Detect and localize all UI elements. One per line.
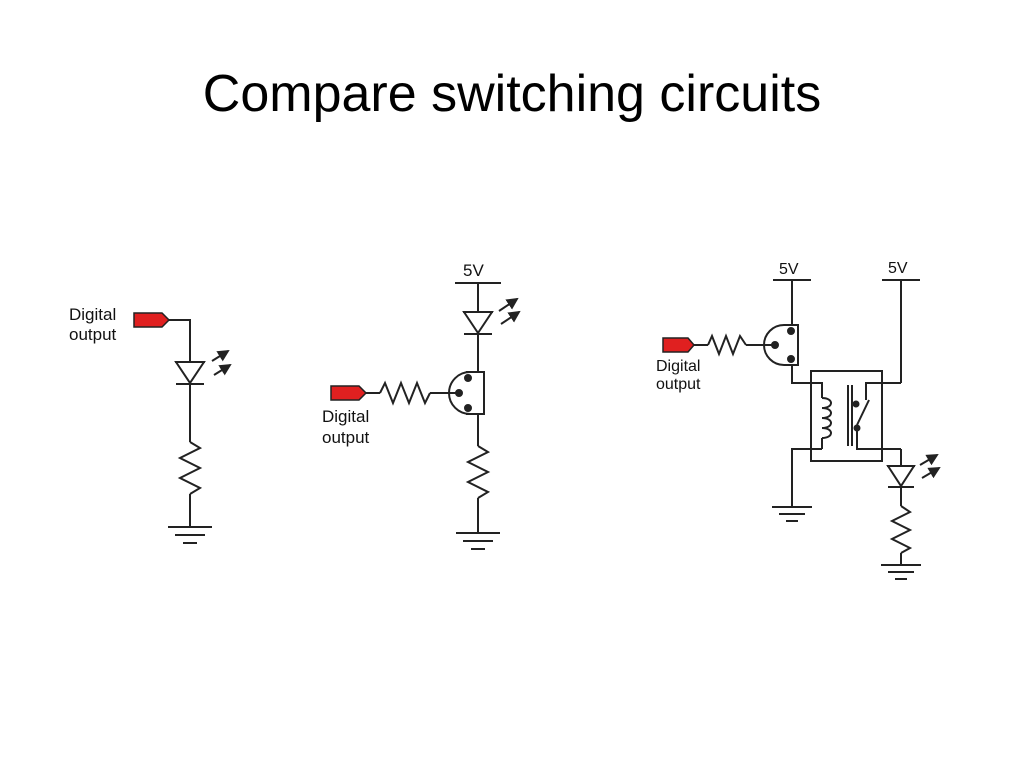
circuit-transistor-relay (662, 279, 941, 580)
input-label-line2: output (656, 376, 701, 393)
ground-symbol (168, 526, 212, 544)
resistor-symbol (465, 445, 491, 499)
slide-title: Compare switching circuits (202, 65, 822, 123)
circuit-direct-led (133, 312, 232, 544)
led-symbol (174, 349, 232, 385)
circuit-transistor-switch (330, 282, 521, 550)
input-label-line1: Digital (69, 305, 116, 324)
digital-output-pin (330, 385, 368, 401)
relay-symbol (810, 370, 901, 462)
led-symbol (886, 453, 941, 488)
wire (169, 319, 191, 362)
ground-symbol (772, 506, 812, 522)
transistor-symbol (763, 324, 799, 366)
ground-symbol (881, 564, 921, 580)
wire (791, 448, 822, 507)
wire (466, 413, 479, 446)
led-symbol (462, 297, 521, 335)
digital-output-pin (662, 337, 695, 353)
resistor-symbol (707, 333, 747, 357)
wire (791, 365, 823, 398)
wire (466, 334, 479, 373)
digital-output-pin (133, 312, 171, 328)
supply-label: 5V (779, 261, 799, 278)
wire (865, 382, 901, 395)
resistor-symbol (889, 505, 913, 554)
input-label-line1: Digital (322, 407, 369, 426)
resistor-symbol (379, 380, 431, 406)
input-label-line2: output (322, 428, 370, 447)
input-label-line2: output (69, 325, 117, 344)
resistor-symbol (177, 441, 203, 495)
supply-label: 5V (463, 261, 484, 280)
input-label-line1: Digital (656, 358, 700, 375)
supply-label: 5V (888, 260, 908, 277)
ground-symbol (456, 532, 500, 550)
